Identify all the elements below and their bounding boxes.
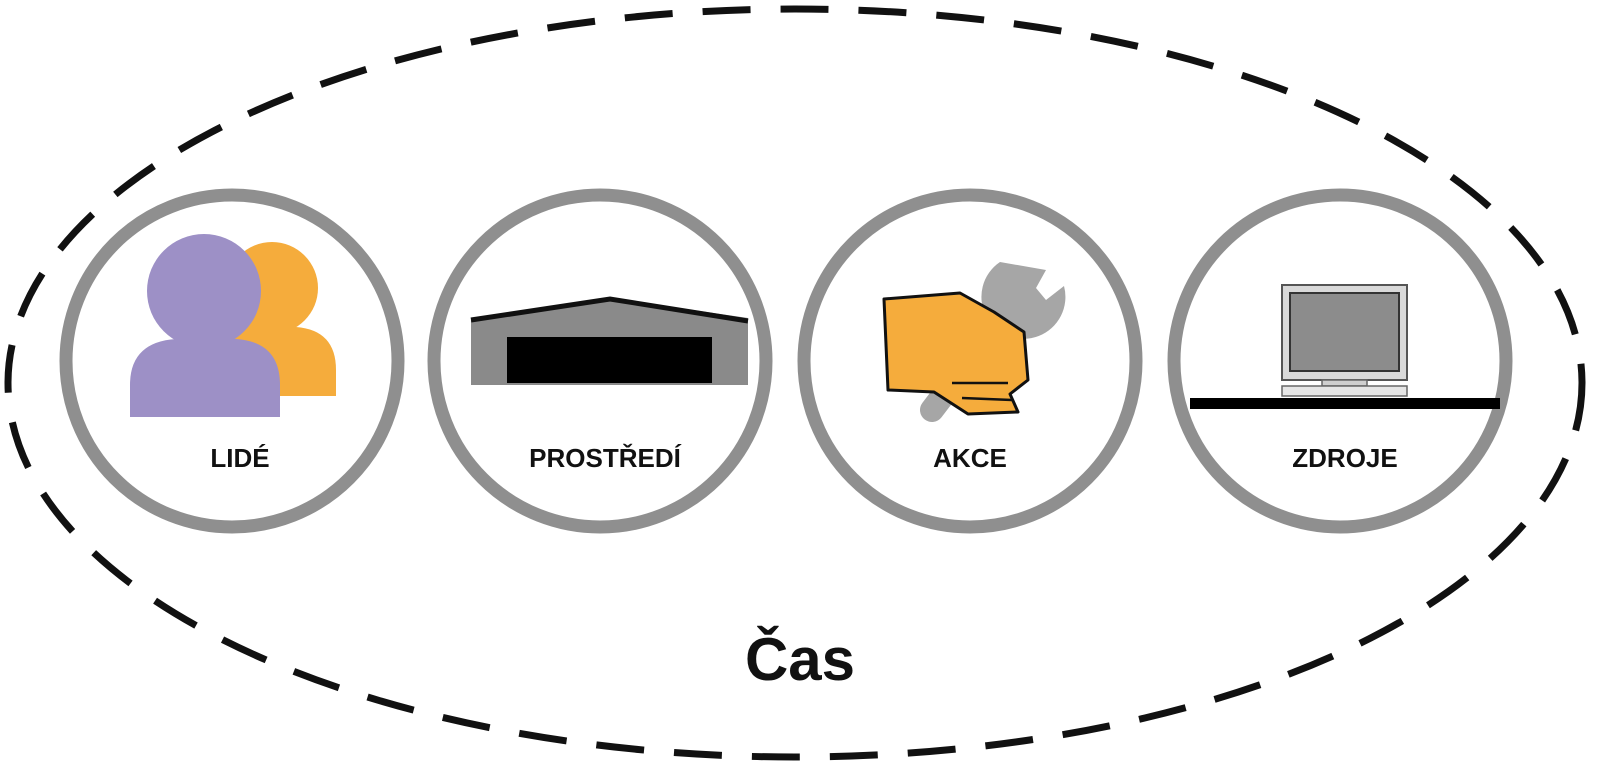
item-label: AKCE (933, 443, 1007, 473)
item-resources: ZDROJE (1167, 188, 1513, 534)
building-icon (470, 296, 749, 385)
people-icon (130, 234, 336, 417)
item-action: AKCE (797, 188, 1143, 534)
hand-wrench-icon (882, 262, 1066, 422)
time-boundary-ellipse (4, 5, 1586, 761)
item-label: LIDÉ (210, 443, 269, 473)
item-environment: PROSTŘEDÍ (427, 188, 773, 534)
item-label: PROSTŘEDÍ (529, 443, 681, 473)
time-label: Čas (745, 626, 855, 693)
item-people: LIDÉ (59, 188, 405, 534)
computer-monitor-icon (1190, 284, 1500, 409)
item-label: ZDROJE (1292, 443, 1397, 473)
